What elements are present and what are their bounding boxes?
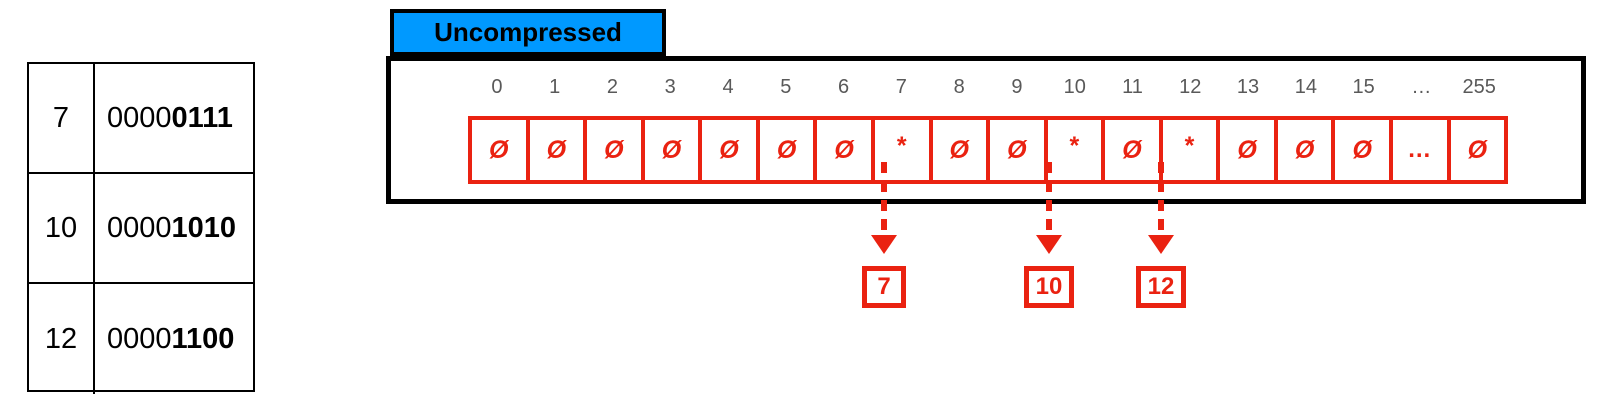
binary-prefix: 0000 <box>107 101 172 134</box>
bitmap-cell-row: Ø Ø Ø Ø Ø Ø Ø * Ø Ø * Ø * Ø Ø Ø … Ø <box>468 116 1509 184</box>
set-bit-icon: * <box>1069 131 1080 160</box>
dashed-shaft <box>1158 162 1164 235</box>
dashed-shaft <box>881 162 887 235</box>
bitmap-index-label: 255 <box>1462 76 1496 98</box>
empty-slot-icon: Ø <box>776 135 797 164</box>
bitmap-index-row: 0 1 2 3 4 5 6 7 8 9 10 11 12 13 14 15 … … <box>468 74 1508 100</box>
bitmap-cell-ellipsis: … <box>1391 116 1449 184</box>
bitmap-index-label: 14 <box>1294 76 1317 98</box>
ellipsis-icon: … <box>1407 136 1433 163</box>
bitmap-index-label: 6 <box>838 76 850 98</box>
decoded-value-box: 12 <box>1136 266 1186 308</box>
bitmap-cell[interactable]: Ø <box>1448 116 1509 184</box>
bitmap-index-label: 13 <box>1236 76 1260 98</box>
empty-slot-icon: Ø <box>1467 135 1488 164</box>
binary-suffix: 0111 <box>171 101 233 134</box>
decimal-value: 12 <box>29 284 95 394</box>
empty-slot-icon: Ø <box>1237 135 1257 164</box>
bitmap-cell-set[interactable]: * <box>1045 116 1104 184</box>
bitmap-cell[interactable]: Ø <box>1103 116 1161 184</box>
empty-slot-icon: Ø <box>1294 135 1315 164</box>
binary-suffix: 1100 <box>171 322 235 355</box>
pointer-arrow-12 <box>1148 162 1174 254</box>
bitmap-cell[interactable]: Ø <box>1275 116 1334 184</box>
bitmap-cell[interactable]: Ø <box>1333 116 1391 184</box>
set-bit-icon: * <box>1184 131 1195 160</box>
pointer-arrow-10 <box>1036 162 1062 254</box>
decoded-value-box: 7 <box>862 266 906 308</box>
pointer-arrow-7 <box>871 162 897 254</box>
bitmap-index-label: 7 <box>895 76 907 98</box>
empty-slot-icon: Ø <box>834 135 854 164</box>
bitmap-cell[interactable]: Ø <box>700 116 758 184</box>
arrowhead-icon <box>871 235 897 254</box>
uncompressed-label: Uncompressed <box>390 9 666 56</box>
empty-slot-icon: Ø <box>604 135 624 164</box>
bitmap-cell[interactable]: Ø <box>757 116 816 184</box>
decimal-value: 10 <box>29 174 95 282</box>
bitmap-index-label: 12 <box>1179 76 1202 98</box>
bitmap-cell[interactable]: Ø <box>988 116 1046 184</box>
decimal-value: 7 <box>29 64 95 172</box>
bitmap-index-label: 10 <box>1063 76 1086 98</box>
bitmap-index-label: 4 <box>722 76 734 98</box>
empty-slot-icon: Ø <box>661 135 682 164</box>
bitmap-index-label: 15 <box>1352 76 1375 98</box>
bitmap-container <box>386 56 1586 204</box>
bitmap-index-label: 3 <box>664 76 676 98</box>
dashed-shaft <box>1046 162 1052 235</box>
bitmap-index-label: 5 <box>780 76 792 98</box>
bitmap-cell[interactable]: Ø <box>527 116 586 184</box>
bitmap-cell-set[interactable]: * <box>1160 116 1219 184</box>
decoded-value-box: 10 <box>1024 266 1074 308</box>
set-bit-icon: * <box>896 131 907 160</box>
arrowhead-icon <box>1148 235 1174 254</box>
bitmap-index-label: 2 <box>606 76 619 98</box>
binary-prefix: 0000 <box>107 322 172 355</box>
bitmap-cell[interactable]: Ø <box>642 116 701 184</box>
bitmap-cell[interactable]: Ø <box>930 116 989 184</box>
bitmap-index-label: 0 <box>491 76 503 98</box>
empty-slot-icon: Ø <box>546 135 567 164</box>
empty-slot-icon: Ø <box>1352 135 1372 164</box>
bitmap-index-label: 11 <box>1122 76 1143 98</box>
binary-prefix: 0000 <box>107 211 172 244</box>
empty-slot-icon: Ø <box>719 135 739 164</box>
bitmap-cell[interactable]: Ø <box>815 116 873 184</box>
empty-slot-icon: Ø <box>1007 135 1027 164</box>
empty-slot-icon: Ø <box>949 135 969 164</box>
bitmap-cell[interactable]: Ø <box>585 116 643 184</box>
empty-slot-icon: Ø <box>1122 135 1142 164</box>
bitmap-cell[interactable]: Ø <box>1218 116 1276 184</box>
bitmap-index-label: 8 <box>953 76 965 98</box>
bitmap-index-label: 1 <box>549 76 561 98</box>
bitmap-index-ellipsis: … <box>1411 76 1432 98</box>
bitmap-cell[interactable]: Ø <box>468 116 528 184</box>
binary-suffix: 1010 <box>171 211 237 244</box>
arrowhead-icon <box>1036 235 1062 254</box>
bitmap-index-label: 9 <box>1011 76 1023 98</box>
empty-slot-icon: Ø <box>489 135 509 164</box>
